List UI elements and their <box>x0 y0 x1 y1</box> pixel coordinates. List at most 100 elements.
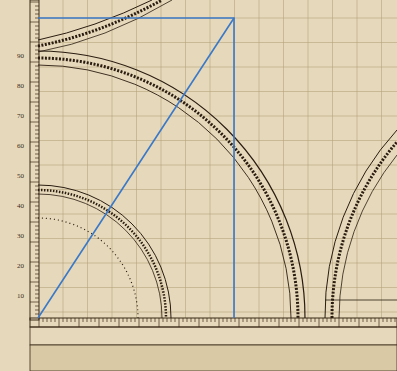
bottom-number-band <box>30 327 397 345</box>
scale-tick <box>311 318 312 322</box>
scale-tick <box>163 318 164 322</box>
scale-tick <box>267 318 268 322</box>
scale-tick <box>35 166 39 167</box>
right-arc <box>339 155 397 318</box>
scale-number: 70 <box>16 112 25 120</box>
scale-tick <box>139 318 140 327</box>
scale-tick <box>211 318 212 322</box>
scale-tick <box>39 318 40 327</box>
scale-tick <box>35 30 39 31</box>
scale-tick <box>71 318 72 322</box>
scale-tick <box>327 318 328 322</box>
grid-line <box>39 67 397 68</box>
scale-tick <box>35 126 39 127</box>
scale-tick <box>35 154 39 155</box>
bottom-lettering-band <box>30 345 397 371</box>
scale-tick <box>291 318 292 322</box>
scale-tick <box>263 318 264 322</box>
scale-tick <box>275 318 276 322</box>
scale-tick <box>335 318 336 322</box>
scale-tick <box>35 74 39 75</box>
grid-line <box>39 91 397 92</box>
scale-tick <box>35 170 39 171</box>
scale-number-holder: 20 <box>16 254 25 272</box>
scale-tick <box>227 318 228 322</box>
dotted-arc <box>38 218 138 318</box>
scale-tick <box>247 318 248 322</box>
scale-tick <box>35 226 39 227</box>
scale-tick <box>99 318 100 327</box>
scale-number: 10 <box>16 292 25 300</box>
grid-line <box>39 116 397 117</box>
scale-tick <box>259 318 260 327</box>
scale-tick <box>91 318 92 322</box>
scale-tick <box>83 318 84 322</box>
scale-number-holder: 90 <box>16 44 25 62</box>
scale-tick <box>151 318 152 322</box>
scale-tick <box>331 318 332 322</box>
scale-tick <box>35 290 39 291</box>
scale-ticks <box>39 318 395 327</box>
scale-tick <box>35 298 39 299</box>
scale-tick <box>35 278 39 279</box>
right-arc-scale <box>332 142 397 318</box>
scale-tick <box>35 306 39 307</box>
scale-tick <box>195 318 196 322</box>
scale-tick <box>35 38 39 39</box>
scale-tick <box>387 318 388 322</box>
scale-tick <box>255 318 256 322</box>
scale-tick <box>63 318 64 322</box>
grid-line <box>63 0 64 318</box>
scale-tick <box>383 318 384 322</box>
scale-tick <box>35 10 39 11</box>
scale-tick <box>155 318 156 322</box>
scale-tick <box>119 318 120 327</box>
scale-tick <box>35 150 39 151</box>
top-arc <box>38 0 172 52</box>
scale-tick <box>35 250 39 251</box>
scale-tick <box>135 318 136 322</box>
grid-line <box>210 0 211 318</box>
scale-tick <box>343 318 344 322</box>
grid-line <box>87 0 88 318</box>
scale-tick <box>251 318 252 322</box>
grid-line <box>39 263 397 264</box>
scale-tick <box>339 318 340 327</box>
scale-tick <box>30 2 39 3</box>
blue-rectangle <box>38 18 234 318</box>
scale-tick <box>379 318 380 327</box>
scale-tick <box>283 318 284 322</box>
scale-tick <box>115 318 116 322</box>
scale-tick <box>67 318 68 322</box>
scale-tick <box>35 14 39 15</box>
scale-number: 40 <box>16 202 25 210</box>
scale-tick <box>87 318 88 322</box>
scale-tick <box>35 186 39 187</box>
scale-tick <box>59 318 60 327</box>
grid-line <box>136 0 137 318</box>
scale-tick <box>111 318 112 322</box>
scale-tick <box>51 318 52 322</box>
scale-number: 50 <box>16 172 25 180</box>
scale-tick <box>187 318 188 322</box>
grid-line <box>308 0 309 318</box>
small-arc <box>38 185 171 318</box>
scale-tick <box>55 318 56 322</box>
scale-tick <box>35 230 39 231</box>
scale-tick <box>159 318 160 327</box>
scale-tick <box>35 206 39 207</box>
scale-number: 60 <box>16 142 25 150</box>
scale-tick <box>35 214 39 215</box>
scale-tick <box>207 318 208 322</box>
scale-tick <box>43 318 44 322</box>
right-arc <box>325 130 397 318</box>
scale-tick <box>35 114 39 115</box>
scale-tick <box>35 258 39 259</box>
grid-line <box>332 0 333 318</box>
scale-tick <box>35 314 39 315</box>
scale-tick <box>30 282 39 283</box>
scale-tick <box>323 318 324 322</box>
scale-tick <box>35 266 39 267</box>
